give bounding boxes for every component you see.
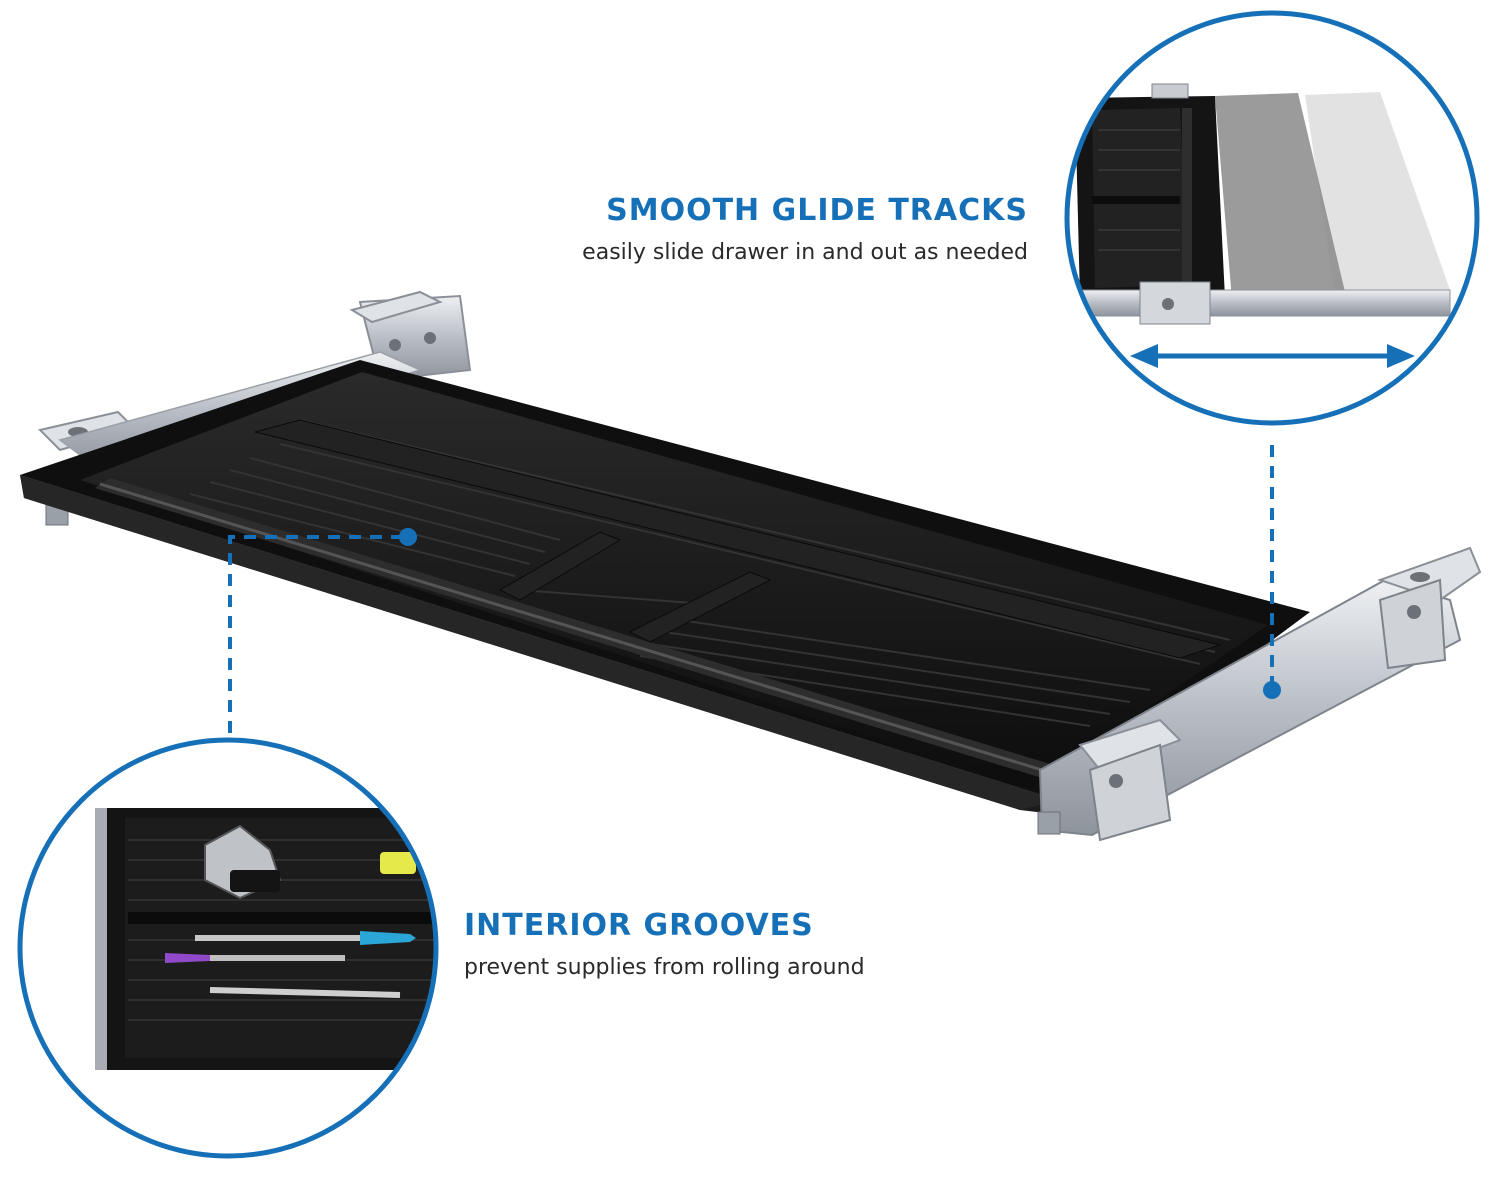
callout-connectors <box>228 445 1274 733</box>
keyboard-drawer <box>20 290 1482 842</box>
glide-feature-callout: SMOOTH GLIDE TRACKS easily slide drawer … <box>582 192 1028 270</box>
glide-zoom-inset <box>1064 10 1480 426</box>
drawer-tray <box>20 360 1310 815</box>
pens-image <box>165 931 416 998</box>
staple-remover-image <box>204 824 282 900</box>
highlighter-image <box>380 852 416 874</box>
grooves-zoom-inset <box>17 737 439 1159</box>
grooves-feature-description: prevent supplies from rolling around <box>464 955 865 980</box>
grooves-connector-dot <box>399 528 417 546</box>
glide-feature-title: SMOOTH GLIDE TRACKS <box>606 193 1028 228</box>
grooves-feature-callout: INTERIOR GROOVES prevent supplies from r… <box>464 907 865 985</box>
double-arrow-icon <box>1130 344 1415 368</box>
grooves-connector-line <box>228 535 405 733</box>
front-rail <box>1037 546 1482 842</box>
glide-connector-dot <box>1263 681 1281 699</box>
glide-feature-description: easily slide drawer in and out as needed <box>582 240 1028 265</box>
grooves-feature-title: INTERIOR GROOVES <box>464 908 814 943</box>
